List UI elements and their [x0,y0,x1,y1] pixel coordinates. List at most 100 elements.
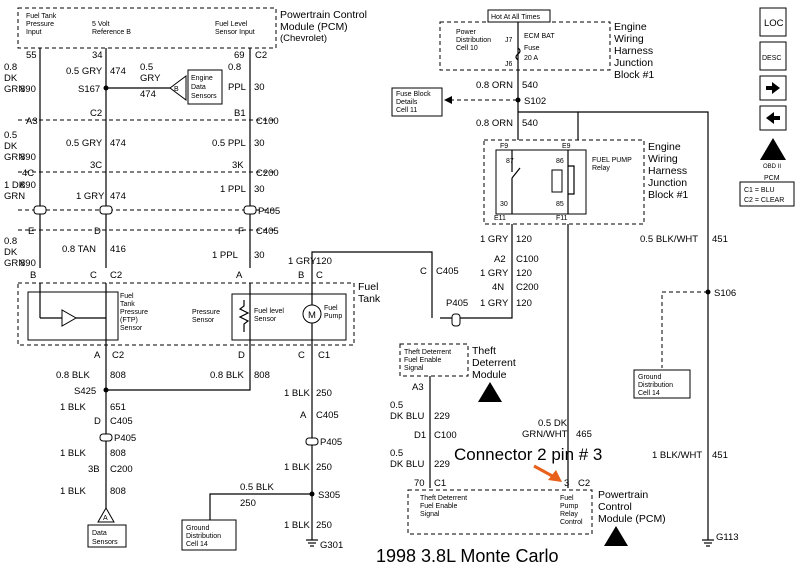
svg-text:A3: A3 [26,116,38,127]
svg-text:4C: 4C [22,168,34,179]
svg-text:Powertrain: Powertrain [598,489,648,501]
svg-text:C200: C200 [256,168,279,179]
svg-text:Distribution: Distribution [186,533,221,540]
svg-text:651: 651 [110,402,126,413]
svg-text:DK: DK [4,73,18,84]
svg-text:D1: D1 [414,430,426,441]
svg-text:F: F [238,226,244,237]
svg-text:Engine: Engine [191,75,213,82]
svg-text:C100: C100 [434,430,457,441]
svg-text:Fuel Enable: Fuel Enable [420,503,457,510]
svg-text:Tank: Tank [358,293,381,305]
svg-text:C405: C405 [316,410,339,421]
svg-text:0.8: 0.8 [4,236,17,247]
svg-text:0.5 BLK/WHT: 0.5 BLK/WHT [640,234,698,245]
svg-text:Fuel Enable: Fuel Enable [404,357,441,364]
svg-text:1 BLK/WHT: 1 BLK/WHT [652,450,702,461]
svg-text:Wiring: Wiring [648,153,678,165]
back-button[interactable] [759,105,787,131]
svg-text:1 PPL: 1 PPL [220,184,246,195]
svg-text:3C: 3C [90,160,102,171]
svg-text:0.8 ORN: 0.8 ORN [476,118,513,129]
forward-button[interactable] [759,75,787,101]
svg-text:Fuel: Fuel [358,281,378,293]
svg-text:Distribution: Distribution [456,37,491,44]
svg-text:Module: Module [472,369,507,381]
svg-text:C405: C405 [436,266,459,277]
svg-text:0.8 BLK: 0.8 BLK [56,370,90,381]
svg-text:D: D [94,416,101,427]
arrow-right-icon [766,82,780,94]
svg-text:Fuse Block: Fuse Block [396,91,431,98]
svg-text:(FTP): (FTP) [120,317,138,324]
svg-text:A3: A3 [412,382,424,393]
svg-text:Engine: Engine [614,21,647,33]
svg-text:474: 474 [140,89,156,100]
svg-text:DK: DK [4,247,18,258]
svg-text:PPL: PPL [228,82,246,93]
svg-text:A: A [94,350,101,361]
svg-text:0.5: 0.5 [390,400,403,411]
svg-text:250: 250 [240,498,256,509]
svg-text:C405: C405 [256,226,279,237]
svg-text:C1: C1 [318,350,330,361]
svg-text:474: 474 [110,191,126,202]
svg-text:Sensor: Sensor [192,317,215,324]
svg-text:Pressure: Pressure [192,309,220,316]
svg-text:C2: C2 [90,108,102,119]
svg-text:890: 890 [20,152,36,163]
svg-text:1 GRY: 1 GRY [480,298,509,309]
svg-text:0.8 ORN: 0.8 ORN [476,80,513,91]
loc-button[interactable]: LOC [759,7,787,37]
svg-text:Data: Data [191,84,206,91]
svg-text:451: 451 [712,450,728,461]
svg-text:C2: C2 [578,478,590,489]
svg-text:69: 69 [234,50,245,61]
svg-text:Reference B: Reference B [92,29,131,36]
svg-text:1 GRY: 1 GRY [76,191,105,202]
svg-text:3B: 3B [88,464,100,475]
svg-text:J7: J7 [505,37,513,44]
pcm-top-connector: Fuel Tank Pressure Input 5 Volt Referenc… [17,7,367,61]
diagram-caption: 1998 3.8L Monte Carlo [376,546,558,566]
svg-text:P405: P405 [258,206,280,217]
svg-text:465: 465 [576,429,592,440]
svg-text:(Chevrolet): (Chevrolet) [280,33,327,44]
svg-text:Input: Input [26,29,42,36]
svg-text:Signal: Signal [420,511,440,518]
svg-text:M: M [308,310,316,321]
svg-text:S102: S102 [524,96,546,107]
desc-button[interactable]: DESC [759,41,787,71]
svg-text:Distribution: Distribution [638,382,673,389]
svg-text:B1: B1 [234,108,246,119]
arrow-icon [548,470,562,482]
svg-text:0.5 BLK: 0.5 BLK [240,482,274,493]
svg-text:Details: Details [396,99,418,106]
svg-text:GRN: GRN [4,84,25,95]
svg-text:1 BLK: 1 BLK [60,448,87,459]
svg-text:E9: E9 [562,143,571,150]
svg-text:C405: C405 [110,416,133,427]
svg-text:G113: G113 [716,532,739,543]
svg-text:Block #1: Block #1 [648,189,688,201]
svg-text:P405: P405 [320,437,342,448]
svg-text:0.8: 0.8 [228,62,241,73]
svg-text:451: 451 [712,234,728,245]
svg-text:Power: Power [456,29,477,36]
svg-text:85: 85 [556,201,564,208]
svg-text:30: 30 [254,138,265,149]
svg-text:ECM BAT: ECM BAT [524,33,555,40]
svg-text:808: 808 [254,370,270,381]
svg-text:A: A [103,515,108,522]
svg-text:C100: C100 [256,116,279,127]
svg-text:Pressure: Pressure [120,309,148,316]
svg-text:GRN/WHT: GRN/WHT [522,429,568,440]
svg-text:1 PPL: 1 PPL [212,250,238,261]
svg-text:B: B [298,270,304,281]
svg-text:Data: Data [92,530,107,537]
svg-text:OBD II: OBD II [763,164,781,170]
obd-ii-icon[interactable]: OBD II [760,138,786,170]
svg-text:FUEL PUMP: FUEL PUMP [592,157,632,164]
svg-text:DK BLU: DK BLU [390,411,424,422]
